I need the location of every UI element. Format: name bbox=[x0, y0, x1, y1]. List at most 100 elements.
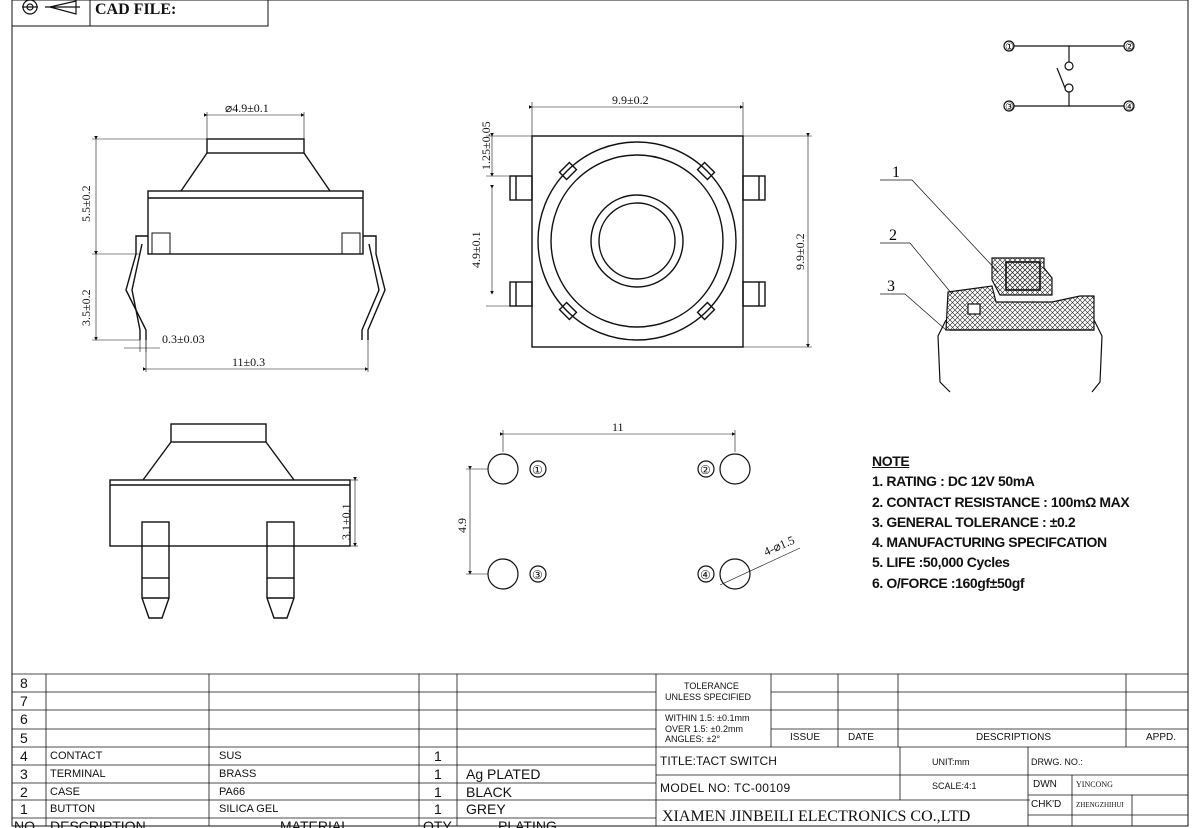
descriptions-header: DESCRIPTIONS bbox=[976, 732, 1052, 743]
svg-text:1: 1 bbox=[892, 164, 900, 181]
svg-text:③: ③ bbox=[1005, 102, 1014, 113]
body-height-dim: 9.9±0.2 bbox=[793, 233, 807, 270]
bom-plating: BLACK bbox=[466, 784, 512, 800]
notes-block: NOTE 1. RATING : DC 12V 50mA 2. CONTACT … bbox=[872, 451, 1130, 593]
lead-span-dim: 11±0.3 bbox=[232, 355, 265, 369]
bom-no: 2 bbox=[20, 784, 28, 800]
svg-text:④: ④ bbox=[1125, 102, 1134, 113]
svg-text:3: 3 bbox=[887, 278, 895, 295]
bom-header-desc: DESCRIPTION bbox=[50, 818, 146, 828]
drawing-number-label: DRWG. NO.: bbox=[1031, 757, 1083, 767]
bom-plating: Ag PLATED bbox=[466, 766, 541, 782]
bom-desc: CASE bbox=[50, 786, 80, 798]
hole-pitch-dim: 4.9 bbox=[455, 518, 469, 533]
bom-header-material: MATERIAL bbox=[280, 818, 349, 828]
notes-title: NOTE bbox=[872, 453, 910, 469]
bom-header-plating: PLATING bbox=[498, 818, 557, 828]
bom-qty: 1 bbox=[434, 766, 442, 782]
pcb-layout bbox=[487, 453, 751, 590]
lead-thk-dim: 0.3±0.03 bbox=[162, 332, 205, 346]
svg-text:②: ② bbox=[1125, 42, 1134, 53]
bom-no: 4 bbox=[20, 748, 28, 764]
note-item: 2. CONTACT RESISTANCE : 100mΩ MAX bbox=[872, 493, 1130, 510]
bom-no: 5 bbox=[20, 730, 28, 746]
tolerance-over: OVER 1.5: ±0.2mm bbox=[665, 724, 743, 734]
note-item: 5. LIFE :50,000 Cycles bbox=[872, 554, 1010, 571]
pcb-dims bbox=[466, 430, 801, 586]
checked-by-label: CHK'D bbox=[1031, 799, 1062, 810]
bom-desc: CONTACT bbox=[50, 750, 103, 762]
top-view bbox=[509, 135, 766, 348]
note-item: 4. MANUFACTURING SPECIFCATION bbox=[872, 534, 1107, 551]
svg-text:②: ② bbox=[700, 463, 711, 477]
projection-symbol-icon bbox=[22, 0, 80, 15]
drawn-by-name: YINCONG bbox=[1076, 780, 1113, 789]
sheet-border bbox=[11, 0, 1189, 827]
bom-header-qty: QTY bbox=[423, 818, 452, 828]
bom-qty: 1 bbox=[434, 748, 442, 764]
model-number: MODEL NO: TC-00109 bbox=[660, 781, 791, 795]
top-view-dims bbox=[486, 102, 812, 348]
hole-span-dim: 11 bbox=[612, 420, 624, 434]
date-header: DATE bbox=[848, 732, 874, 743]
bom-material: BRASS bbox=[219, 768, 257, 780]
svg-text:④: ④ bbox=[700, 568, 711, 582]
bom-no: 7 bbox=[20, 693, 28, 709]
callout-numbers: 1 2 3 bbox=[887, 164, 900, 295]
schematic-pin-labels: ① ② ③ ④ bbox=[1005, 42, 1134, 113]
switch-schematic bbox=[1003, 40, 1135, 112]
plunger-dia-dim: ⌀4.9±0.1 bbox=[225, 101, 269, 115]
title-block-grid bbox=[656, 673, 1188, 826]
hole-dia-dim: 4-⌀1.5 bbox=[762, 533, 797, 559]
unit-label: UNIT:mm bbox=[932, 757, 970, 767]
side-view bbox=[109, 423, 351, 619]
company-name: XIAMEN JINBEILI ELECTRONICS CO.,LTD bbox=[662, 808, 971, 825]
note-item: 3. GENERAL TOLERANCE : ±0.2 bbox=[872, 513, 1076, 530]
bom-no: 1 bbox=[20, 801, 28, 817]
svg-text:③: ③ bbox=[532, 568, 543, 582]
height-leg-dim: 3.5±0.2 bbox=[79, 289, 93, 326]
appd-header: APPD. bbox=[1146, 732, 1177, 743]
tolerance-sub-label: UNLESS SPECIFIED bbox=[665, 692, 752, 702]
issue-header: ISSUE bbox=[790, 732, 821, 743]
callout-leaders bbox=[880, 179, 999, 331]
bom-grid bbox=[12, 673, 1188, 826]
bom-header-no: NO bbox=[14, 818, 35, 828]
bom-material: PA66 bbox=[219, 786, 246, 798]
body-width-dim: 9.9±0.2 bbox=[612, 93, 649, 107]
checked-by-name: ZHENGZHIHUI bbox=[1076, 801, 1124, 809]
drawing-title: TITLE:TACT SWITCH bbox=[660, 754, 777, 768]
side-height-dim: 3.1±0.1 bbox=[339, 503, 353, 540]
bom-no: 6 bbox=[20, 711, 28, 727]
bom-no: 3 bbox=[20, 766, 28, 782]
svg-text:①: ① bbox=[532, 463, 543, 477]
svg-text:①: ① bbox=[1005, 42, 1014, 53]
drawn-by-label: DWN bbox=[1033, 779, 1057, 790]
bom-qty: 1 bbox=[434, 784, 442, 800]
pcb-pin-labels: ① ② ③ ④ bbox=[532, 463, 711, 582]
front-view bbox=[125, 138, 386, 340]
svg-text:2: 2 bbox=[889, 227, 897, 244]
tolerance-angles: ANGLES: ±2° bbox=[665, 734, 721, 744]
tolerance-label: TOLERANCE bbox=[684, 681, 739, 691]
bom-desc: TERMINAL bbox=[50, 768, 106, 780]
front-view-dims bbox=[92, 112, 369, 372]
note-item: 6. O/FORCE :160gf±50gf bbox=[872, 574, 1025, 591]
cross-section bbox=[937, 257, 1103, 393]
bom-desc: BUTTON bbox=[50, 803, 96, 815]
scale-label: SCALE:4:1 bbox=[932, 781, 977, 791]
bom-material: SUS bbox=[219, 750, 242, 762]
top-offset-dim: 1.25±0.05 bbox=[479, 121, 493, 170]
side-view-dims bbox=[350, 477, 358, 547]
bom-qty: 1 bbox=[434, 801, 442, 817]
note-item: 1. RATING : DC 12V 50mA bbox=[872, 473, 1035, 490]
cad-file-label: CAD FILE: bbox=[95, 1, 177, 18]
tolerance-within: WITHIN 1.5: ±0.1mm bbox=[665, 713, 750, 723]
pin-pitch-dim: 4.9±0.1 bbox=[469, 231, 483, 268]
height-top-dim: 5.5±0.2 bbox=[79, 185, 93, 222]
bom-plating: GREY bbox=[466, 801, 506, 817]
bom-material: SILICA GEL bbox=[219, 803, 279, 815]
bom-no: 8 bbox=[20, 675, 28, 691]
